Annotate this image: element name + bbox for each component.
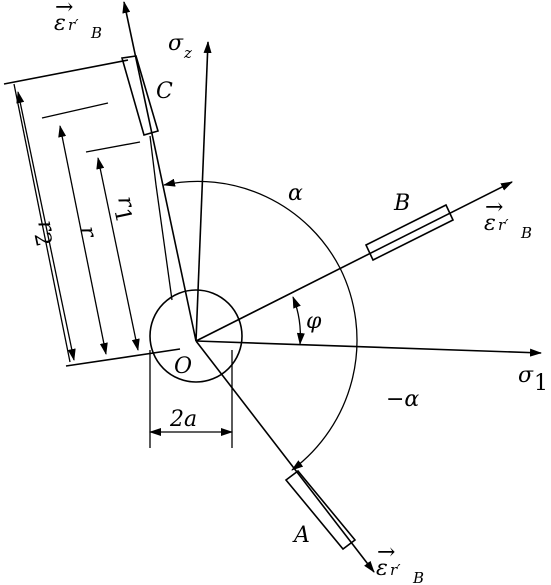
sigma-z-axis [195, 41, 212, 342]
svg-text:→: → [377, 540, 395, 565]
svg-text:r′: r′ [390, 561, 401, 579]
gauge-c-label: C [156, 79, 173, 104]
base-reference-line [65, 348, 181, 367]
strain-label-right: → ε r′ B [484, 195, 532, 242]
svg-text:σ: σ [518, 363, 534, 388]
alpha-label: α [288, 181, 303, 206]
strain-label-top: → ε r′ B [54, 0, 102, 42]
gauge-a-label: A [292, 523, 310, 548]
neg-alpha-label: −α [386, 387, 419, 412]
phi-label: φ [306, 309, 322, 334]
sigma-z-label: σ z [168, 31, 192, 62]
gauge-b-axis [195, 181, 513, 342]
gauge-c-edge-line [149, 135, 157, 186]
svg-text:r′: r′ [68, 16, 79, 34]
neg-alpha-arc [291, 267, 358, 471]
svg-text:→: → [485, 195, 503, 220]
svg-text:r′: r′ [498, 216, 509, 234]
central-hole [149, 289, 243, 383]
r-reference-tick [41, 102, 109, 119]
svg-text:1: 1 [534, 371, 548, 396]
gauge-b-label: B [393, 191, 410, 216]
r-label: r [74, 224, 101, 241]
svg-text:2: 2 [29, 230, 56, 249]
strain-gauge-c [120, 55, 159, 136]
svg-text:ε: ε [484, 211, 496, 236]
svg-text:ε: ε [376, 556, 388, 581]
svg-text:z: z [183, 44, 192, 62]
svg-text:B: B [412, 569, 424, 585]
svg-text:σ: σ [168, 31, 184, 56]
svg-text:r: r [74, 224, 101, 241]
strain-gauge-a [284, 469, 357, 551]
hole-diameter-label: 2a [169, 407, 197, 432]
phi-arc [292, 296, 305, 345]
c-hole-connector [155, 184, 173, 301]
strain-gauge-b [364, 203, 455, 262]
strain-label-bottom: → ε r′ B [376, 540, 424, 585]
origin-label: O [174, 354, 192, 379]
sigma-1-axis [195, 340, 542, 357]
svg-text:B: B [90, 24, 102, 42]
svg-text:1: 1 [109, 206, 136, 225]
svg-text:→: → [55, 0, 73, 20]
r1-reference-tick [85, 141, 141, 153]
top-reference-line [3, 59, 129, 85]
r2-label: r 2 [29, 218, 60, 249]
r1-label: r 1 [109, 194, 140, 225]
svg-text:ε: ε [54, 11, 66, 36]
svg-text:B: B [520, 224, 532, 242]
sigma-1-label: σ 1 [518, 363, 548, 396]
gauge-a-axis [195, 340, 375, 573]
alpha-arc [163, 178, 341, 269]
r1-dimension-line [96, 157, 140, 351]
